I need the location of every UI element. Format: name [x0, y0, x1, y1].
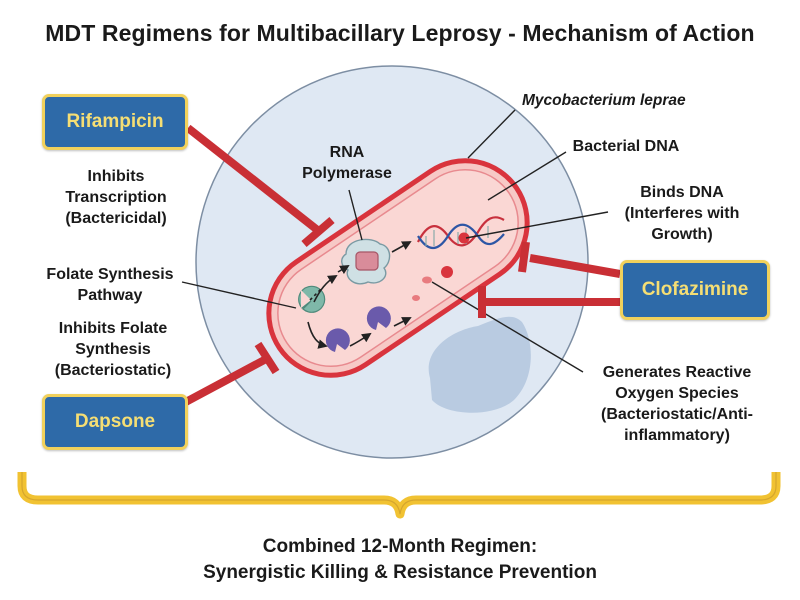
bacterium-membrane	[277, 168, 519, 368]
organism-label: Mycobacterium leprae	[522, 92, 686, 109]
rifampicin-inhibitor-line	[185, 124, 323, 236]
clofazimine-dna-action: Binds DNA (Interferes with Growth)	[624, 184, 740, 243]
regimen-line-1: Combined 12-Month Regimen:	[262, 536, 538, 557]
dna-helix	[417, 216, 505, 250]
enzyme-purple-2	[366, 306, 391, 330]
ros-particles	[412, 232, 470, 301]
enzyme-purple-1	[325, 328, 350, 352]
folate-pathway-label: Folate Synthesis Pathway	[46, 266, 174, 304]
bacterium	[266, 158, 530, 378]
rna-polymerase-label: RNA Polymerase	[302, 144, 392, 182]
pathway-arrows	[307, 241, 412, 349]
clofazimine-ros-action: Generates Reactive Oxygen Species (Bacte…	[600, 364, 754, 444]
rifampicin-action: Inhibits Transcription (Bactericidal)	[65, 168, 167, 227]
regimen-brace	[17, 472, 781, 519]
regimen-line-2: Synergistic Killing & Resistance Prevent…	[203, 562, 597, 583]
rifampicin-box: Rifampicin	[42, 94, 188, 150]
leader-lines	[181, 109, 609, 373]
clofazimine-box: Clofazimine	[620, 260, 770, 320]
dapsone-action: Inhibits Folate Synthesis (Bacteriostati…	[54, 320, 172, 379]
dapsone-inhibitor-line	[180, 354, 270, 408]
dapsone-box: Dapsone	[42, 394, 188, 450]
host-nucleus	[428, 316, 531, 413]
diagram-title: MDT Regimens for Multibacillary Leprosy …	[45, 20, 755, 46]
rna-polymerase-glyph	[341, 238, 391, 285]
clofazimine-dna-inhibitor-line	[529, 254, 621, 278]
bacterial-dna-label: Bacterial DNA	[572, 138, 680, 155]
inhibitor-lines	[180, 124, 621, 408]
